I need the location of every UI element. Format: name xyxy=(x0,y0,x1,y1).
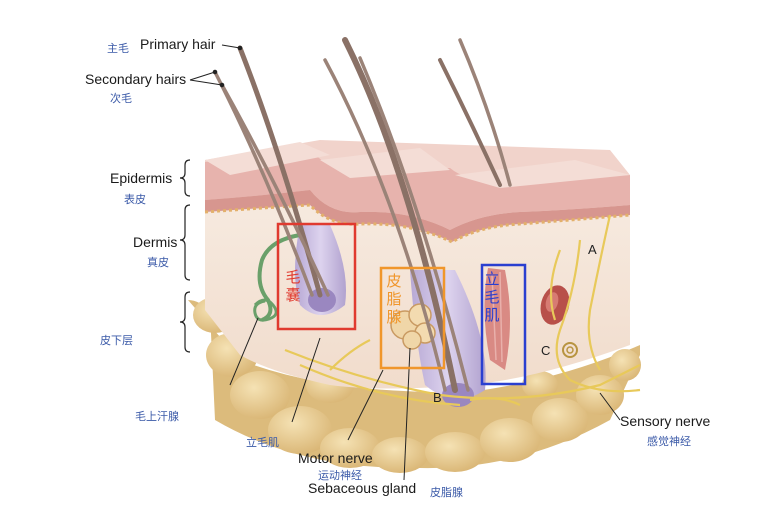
sebaceous-gland-label: Sebaceous gland xyxy=(308,480,417,496)
arrector-box xyxy=(480,263,527,386)
primary-hair-label: Primary hair xyxy=(140,36,216,52)
sebaceous-box-text: 皮 脂 腺 xyxy=(386,272,402,326)
motor-nerve-label: Motor nerve xyxy=(298,450,373,466)
epidermis-cn: 表皮 xyxy=(124,193,146,206)
arrector-cn: 立毛肌 xyxy=(246,436,279,449)
secondary-hairs-cn: 次毛 xyxy=(110,92,132,105)
hypodermis-cn: 皮下层 xyxy=(100,334,133,347)
leader-lines xyxy=(189,44,621,481)
sensory-nerve-label: Sensory nerve xyxy=(620,413,711,429)
dermis-cn: 真皮 xyxy=(147,256,169,269)
motor-nerve-cn: 运动神经 xyxy=(318,469,362,482)
sensory-nerve-cn: 感觉神经 xyxy=(647,435,691,448)
arrector-box-text: 立 毛 肌 xyxy=(484,270,500,324)
sebaceous-box xyxy=(379,266,446,370)
sweat-gland-cn: 毛上汗腺 xyxy=(135,410,179,423)
marker-b: B xyxy=(433,390,442,405)
epidermis-label: Epidermis xyxy=(110,170,173,186)
layer-brackets xyxy=(179,159,191,353)
follicle-box-text: 毛 囊 xyxy=(285,268,301,304)
fat-layer xyxy=(188,288,641,473)
sweat-gland xyxy=(253,233,301,322)
receptor-c xyxy=(562,342,578,358)
hairs xyxy=(213,37,512,393)
sebaceous-gland-cn: 皮脂腺 xyxy=(430,486,463,499)
receptor-a xyxy=(540,285,570,325)
marker-c: C xyxy=(541,343,551,358)
arrector-muscle-shape xyxy=(484,268,510,370)
nerves xyxy=(284,214,641,407)
dermis-block xyxy=(204,140,631,389)
primary-hair-cn: 主毛 xyxy=(107,42,129,55)
secondary-hairs-label: Secondary hairs xyxy=(85,71,187,87)
dermis-label: Dermis xyxy=(133,234,178,250)
follicle-box xyxy=(276,222,357,331)
marker-a: A xyxy=(588,242,597,257)
